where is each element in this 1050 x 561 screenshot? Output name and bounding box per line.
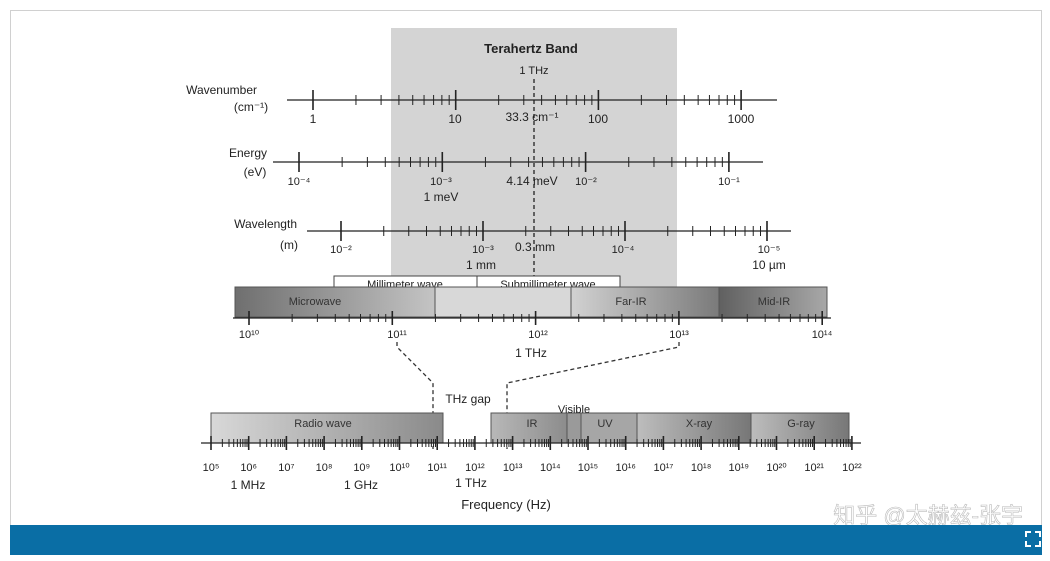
lower-tick-label: 10¹⁰: [389, 462, 410, 474]
mid-ir-label: Mid-IR: [758, 296, 790, 308]
energy-tick-label: 10⁻³: [430, 176, 452, 188]
lower-tick-label: 10²⁰: [766, 462, 787, 474]
wavelength-annotation: 0.3 mm: [515, 240, 555, 254]
band-title: Terahertz Band: [484, 41, 578, 56]
wavenumber-axis-title: Wavenumber: [186, 83, 257, 97]
energy-sublabel: 1 meV: [424, 190, 459, 204]
upper-frequency-ticks: [248, 311, 824, 325]
frequency-axis-label: Frequency (Hz): [461, 497, 551, 512]
far-ir-region: [570, 286, 720, 318]
wavelength-tick-label: 10⁻²: [330, 244, 352, 256]
wavelength-unit: (m): [280, 238, 298, 252]
wavenumber-tick-label: 1: [310, 112, 317, 126]
lower-tick-label: 10²¹: [804, 462, 824, 474]
lower-tick-labels: 10⁵ 10⁶ 10⁷ 10⁸ 10⁹ 10¹⁰ 10¹¹ 10¹² 10¹³ 10¹⁴ 10¹⁵ 1…: [203, 462, 862, 474]
lower-tick-label: 10¹⁵: [578, 462, 598, 474]
watermark: 知乎 @太赫兹-张宇: [833, 503, 1023, 526]
lower-sublabel: 1 MHz: [231, 478, 266, 492]
lower-tick-label: 10⁷: [278, 462, 294, 474]
expand-icon[interactable]: [1022, 528, 1044, 550]
wavenumber-tick-label: 1000: [728, 112, 755, 126]
lower-tick-label: 10¹⁴: [540, 462, 561, 474]
energy-tick-label: 10⁻⁴: [288, 176, 311, 188]
upper-tick-label: 10¹²: [528, 329, 548, 341]
upper-tick-label: 10¹¹: [387, 329, 407, 341]
wavenumber-unit: (cm⁻¹): [234, 100, 268, 114]
caption-bar: [10, 525, 1042, 555]
wavelength-tick-label: 10⁻³: [472, 244, 494, 256]
wavelength-axis-title: Wavelength: [234, 217, 297, 231]
lower-tick-label: 10¹⁷: [653, 462, 673, 474]
figure-frame: Terahertz Band 1 THz Wavenumber (cm⁻¹) 1…: [10, 10, 1042, 528]
lower-tick-label: 10¹²: [465, 462, 485, 474]
wavenumber-annotation: 33.3 cm⁻¹: [505, 110, 558, 124]
g-ray-label: G-ray: [787, 418, 815, 430]
energy-tick-label: 10⁻²: [575, 176, 597, 188]
wavelength-sublabel: 10 µm: [752, 258, 786, 272]
ir-label: IR: [527, 418, 538, 430]
lower-tick-label: 10⁸: [316, 462, 333, 474]
radio-wave-region: [210, 412, 444, 444]
lower-tick-label: 10²²: [842, 462, 862, 474]
lower-sublabel: 1 GHz: [344, 478, 378, 492]
lower-sublabel: 1 THz: [455, 476, 487, 490]
upper-tick-label: 10¹⁴: [812, 329, 833, 341]
uv-label: UV: [597, 418, 613, 430]
lower-tick-label: 10⁵: [203, 462, 220, 474]
lower-tick-label: 10⁶: [240, 462, 257, 474]
zoom-connector-left: [396, 342, 434, 449]
ir-region: [490, 412, 568, 444]
energy-minor-ticks: [298, 152, 730, 172]
lower-tick-label: 10¹⁸: [691, 462, 712, 474]
lower-tick-label: 10¹¹: [427, 462, 447, 474]
thz-gap-label: THz gap: [445, 392, 491, 406]
wavelength-sublabel: 1 mm: [466, 258, 496, 272]
upper-sublabel: 1 THz: [515, 346, 547, 360]
mid-ir-region: [718, 286, 828, 318]
x-ray-label: X-ray: [686, 418, 713, 430]
lower-tick-label: 10¹³: [503, 462, 523, 474]
visible-region: [566, 412, 582, 444]
spectrum-diagram: Terahertz Band 1 THz Wavenumber (cm⁻¹) 1…: [186, 28, 1023, 528]
energy-unit: (eV): [244, 165, 267, 179]
radio-wave-label: Radio wave: [294, 418, 351, 430]
lower-tick-label: 10¹⁶: [615, 462, 635, 474]
upper-tick-label: 10¹³: [669, 329, 689, 341]
far-ir-label: Far-IR: [615, 296, 646, 308]
lower-tick-label: 10⁹: [353, 462, 370, 474]
visible-label: Visible: [558, 404, 590, 416]
wavelength-minor-ticks: [340, 221, 768, 241]
lower-frequency-ticks: [210, 436, 853, 450]
wavenumber-tick-label: 10: [448, 112, 462, 126]
wavelength-tick-label: 10⁻⁵: [758, 244, 781, 256]
wavenumber-tick-label: 100: [588, 112, 608, 126]
wavelength-tick-label: 10⁻⁴: [612, 244, 635, 256]
energy-annotation: 4.14 meV: [506, 174, 557, 188]
lower-tick-label: 10¹⁹: [728, 462, 749, 474]
energy-axis-title: Energy: [229, 146, 267, 160]
upper-tick-label: 10¹⁰: [239, 329, 260, 341]
wavenumber-minor-ticks: [312, 90, 742, 110]
microwave-label: Microwave: [289, 296, 342, 308]
energy-tick-label: 10⁻¹: [718, 176, 740, 188]
band-center-label: 1 THz: [519, 65, 548, 77]
